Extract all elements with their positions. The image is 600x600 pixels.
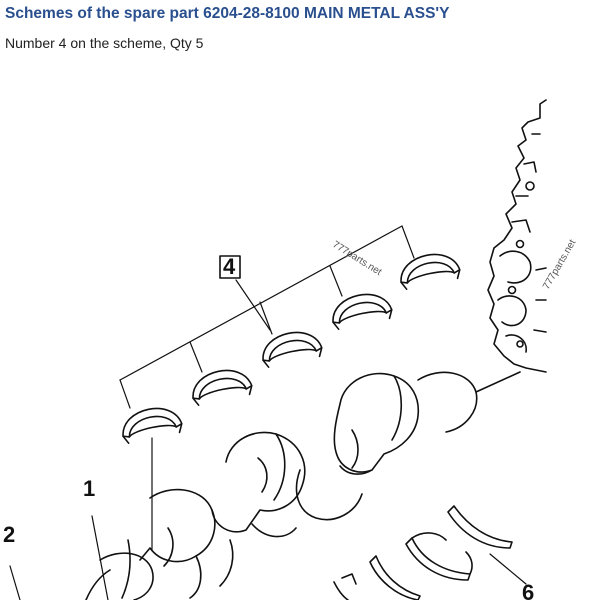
callout-4-box <box>219 255 241 279</box>
callout-1-label: 1 <box>83 476 95 501</box>
callout-2-label: 2 <box>3 522 15 547</box>
callout-4-label: 4 <box>223 254 236 279</box>
watermark-text: 777parts.net <box>330 239 383 278</box>
watermark-text-vertical: 777parts.net <box>541 238 578 292</box>
callout-4-leaders <box>119 225 415 409</box>
callout-6-label: 6 <box>522 580 534 600</box>
engine-block-drawing <box>487 99 547 373</box>
upper-bearing-shells <box>122 253 461 444</box>
callout-leaders <box>9 437 527 600</box>
crankshaft-drawing <box>85 371 521 600</box>
parts-scheme: 4 1 2 6 777parts.net 777parts.net <box>0 60 600 600</box>
lower-bearing-shells <box>333 505 513 600</box>
part-info: Number 4 on the scheme, Qty 5 <box>5 35 204 51</box>
page-title: Schemes of the spare part 6204-28-8100 M… <box>5 5 450 22</box>
